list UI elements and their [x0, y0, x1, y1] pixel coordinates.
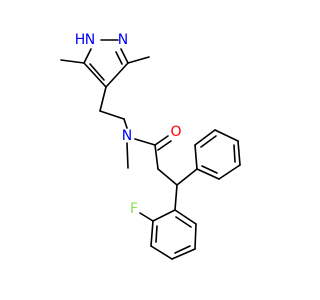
- bond-n-methyl: [126, 142, 129, 169]
- bond-ph-3: [214, 129, 239, 142]
- bond-c5-n1: [83, 48, 92, 64]
- bond-ch2a-ch2b: [99, 110, 125, 120]
- atom-pyrazole-nh-h: H: [75, 32, 86, 48]
- bond-co-double-2: [157, 140, 172, 151]
- bond-n-carbonyl: [134, 138, 156, 146]
- bond-c4-ch2a: [99, 86, 107, 112]
- bond-c4-c5-double: [89, 63, 105, 81]
- bond-ph-4: [237, 140, 241, 166]
- bond-n2-c3-double: [115, 51, 123, 65]
- phenyl-ring: [194, 129, 241, 180]
- bond-n2-c3: [120, 48, 129, 64]
- atom-pyrazole-nh-n: N: [85, 32, 95, 48]
- pyrazole-ring: [83, 39, 129, 88]
- atom-pyrazole-n: N: [118, 32, 128, 48]
- bond-ph-2: [194, 129, 216, 146]
- bond-fph-inner-2: [174, 245, 191, 254]
- bond-c3-c4: [105, 62, 129, 88]
- atom-carbonyl-o: O: [170, 124, 181, 140]
- atom-amide-n: N: [122, 128, 132, 144]
- bond-fph-inner-1: [155, 225, 158, 243]
- atom-fluorine: F: [130, 201, 138, 217]
- bond-c4-c5: [83, 62, 107, 88]
- ethyl-linker: [99, 86, 156, 169]
- bond-ph-1: [194, 144, 198, 170]
- bond-ph-inner-2: [233, 144, 236, 163]
- bond-ch-phenyl: [176, 168, 198, 186]
- bond-carbonyl-ch2: [154, 144, 159, 170]
- atom-labels: N H N N O F: [75, 32, 182, 217]
- bond-fph-3: [150, 245, 173, 260]
- bond-c3-methyl: [127, 56, 150, 64]
- bond-c-f: [139, 212, 154, 222]
- bond-ph-6: [196, 168, 220, 180]
- bond-ph-inner-3: [201, 165, 218, 174]
- bond-ph-inner-1: [200, 135, 217, 148]
- bond-fph-5: [194, 223, 197, 250]
- bond-ph-5: [218, 164, 241, 180]
- bond-fph-inner-3: [175, 216, 192, 228]
- bond-fph-6: [174, 209, 197, 225]
- bond-fph-2: [150, 220, 154, 247]
- amide-backbone: [154, 135, 198, 211]
- fluorophenyl-ring: [139, 209, 197, 260]
- bond-fph-1: [152, 209, 176, 222]
- molecule-structure: N H N N O F: [60, 32, 241, 260]
- bond-c5-methyl: [60, 59, 85, 64]
- bond-fph-4: [171, 248, 196, 260]
- bond-ch2-ch: [157, 168, 178, 186]
- bond-ch-fluorophenyl: [174, 184, 178, 211]
- bond-ch2b-n: [123, 118, 128, 129]
- pyrazole-methyls: [60, 56, 150, 64]
- bond-co-double-1: [154, 135, 169, 146]
